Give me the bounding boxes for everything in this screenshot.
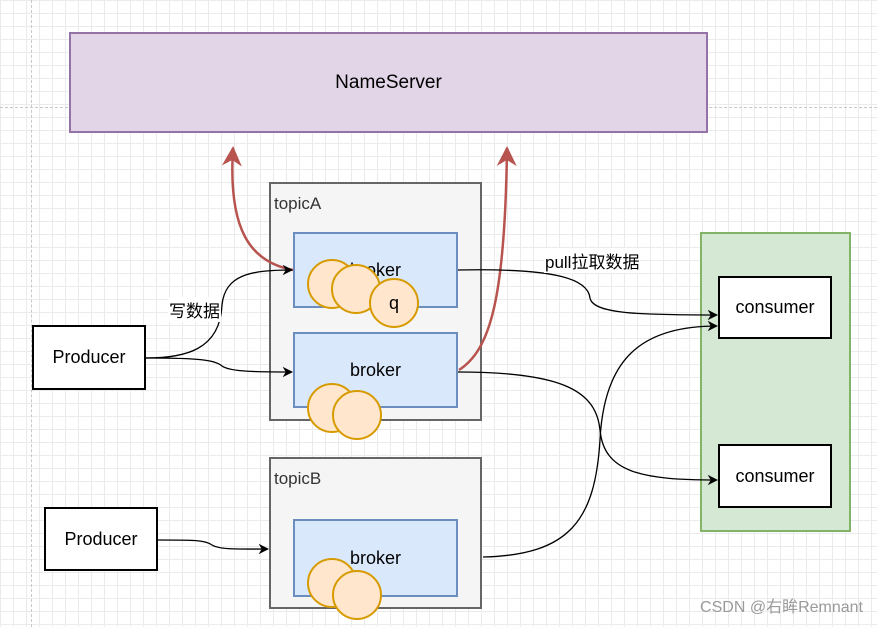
consumer-node-2[interactable]: consumer [718, 444, 832, 508]
topic-a-label: topicA [274, 194, 322, 213]
broker-a2-label: broker [349, 359, 402, 380]
guide-line-vertical [31, 0, 32, 627]
watermark-text: CSDN @右眸Remnant [700, 599, 863, 616]
queue-label: q [388, 292, 399, 313]
consumer-2-label: consumer [735, 465, 815, 486]
producer-node-2[interactable]: Producer [44, 507, 158, 571]
topic-b-label: topicB [274, 469, 322, 488]
queue-circle-labeled[interactable]: q [369, 278, 419, 328]
queue-circle[interactable] [332, 570, 382, 620]
producer-1-label: Producer [52, 347, 126, 367]
nameserver-label: NameServer [335, 71, 442, 93]
consumer-1-label: consumer [735, 297, 815, 317]
pull-arrow-broker-a2-consumer2 [457, 371, 719, 486]
pull-data-label: pull拉取数据 [544, 248, 641, 273]
producer-node-1[interactable]: Producer [32, 325, 146, 390]
write-data-label: 写数据 [168, 297, 221, 322]
nameserver-node[interactable]: NameServer [69, 32, 708, 133]
pull-arrow-broker-b1-consumer1 [482, 320, 719, 558]
broker-b1-label: broker [349, 547, 402, 568]
queue-circle[interactable] [332, 390, 382, 440]
producer-2-label: Producer [64, 528, 138, 549]
write-arrow-producer2-topic-b [157, 539, 270, 555]
pull-arrow-broker-a1-consumer1 [457, 269, 719, 321]
consumer-node-1[interactable]: consumer [718, 276, 832, 339]
